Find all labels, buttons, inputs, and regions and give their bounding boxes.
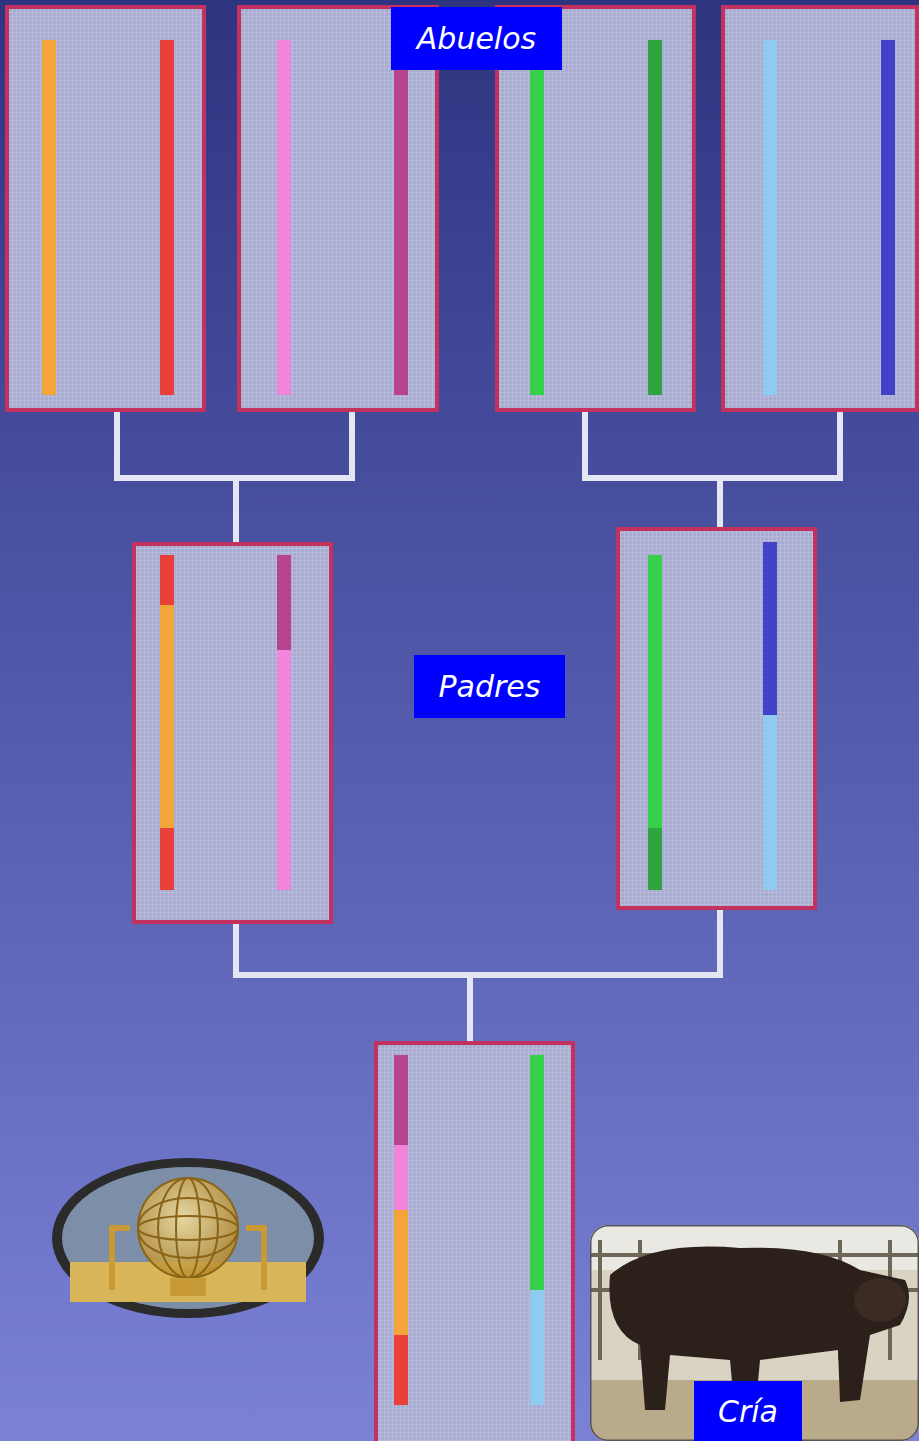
bracket — [117, 385, 840, 1065]
label-box: Padres — [414, 655, 565, 718]
bull-photo — [590, 1225, 919, 1441]
label-text: Abuelos — [417, 22, 536, 55]
chromosome — [42, 40, 895, 1405]
label-text: Padres — [439, 670, 541, 703]
label-text: Cría — [718, 1395, 778, 1428]
lottery-drum — [52, 1158, 324, 1318]
label-box: Abuelos — [391, 7, 562, 70]
label-box: Cría — [694, 1381, 802, 1441]
